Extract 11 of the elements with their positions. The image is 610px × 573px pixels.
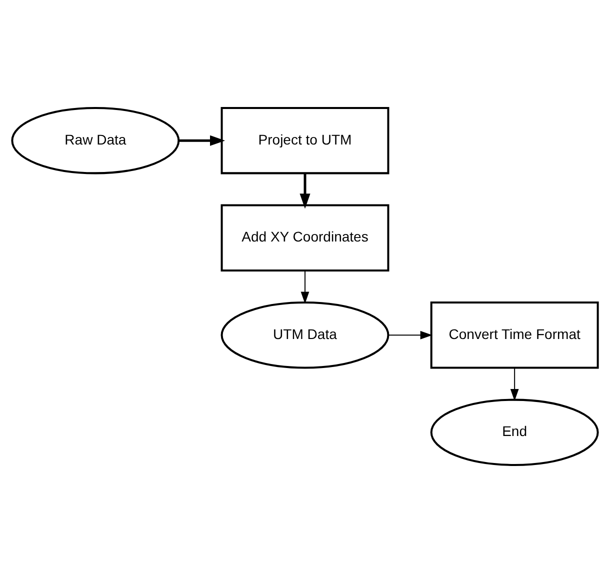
- arrow: [300, 173, 310, 209]
- node-ellipse: Raw Data: [11, 107, 180, 174]
- node-box: Convert Time Format: [430, 302, 599, 369]
- node-ellipse: End: [430, 398, 599, 466]
- arrow: [300, 270, 310, 304]
- node-box: Project to UTM: [220, 107, 390, 174]
- node-box: Add XY Coordinates: [220, 204, 390, 272]
- arrow: [388, 330, 432, 340]
- arrow: [178, 135, 226, 146]
- arrow: [510, 368, 519, 402]
- node-ellipse: UTM Data: [220, 302, 390, 369]
